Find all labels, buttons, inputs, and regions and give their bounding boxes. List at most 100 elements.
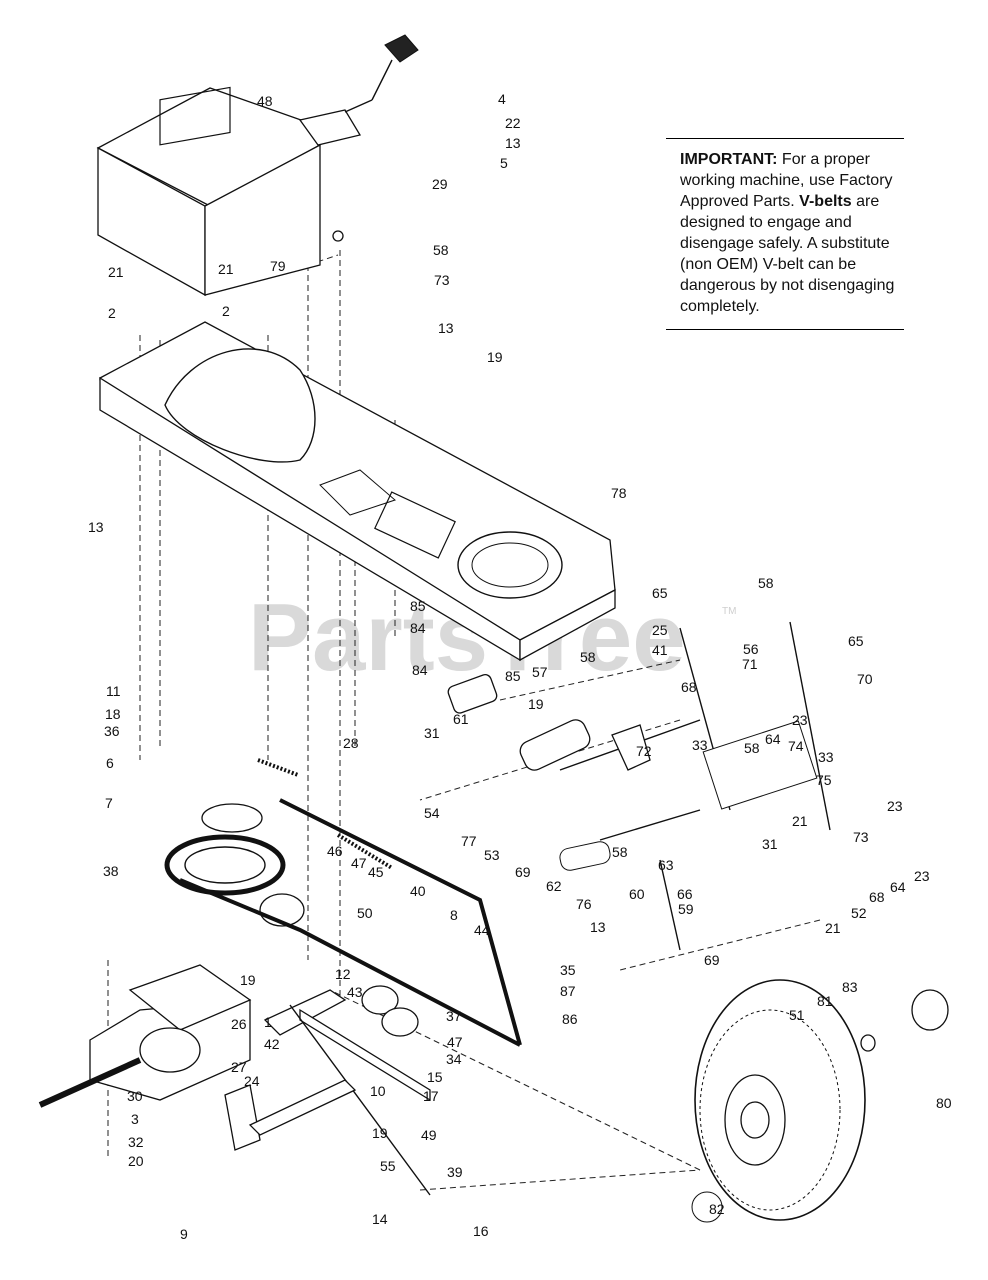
callout-55: 55: [380, 1158, 396, 1174]
callout-36: 36: [104, 723, 120, 739]
callout-56: 56: [743, 641, 759, 657]
callout-39: 39: [447, 1164, 463, 1180]
callout-75: 75: [816, 772, 832, 788]
callout-58: 58: [580, 649, 596, 665]
callout-47: 47: [351, 855, 367, 871]
callout-19: 19: [372, 1125, 388, 1141]
notice-text-1: For a proper working machine, use Factor…: [680, 151, 893, 210]
callout-31: 31: [762, 836, 778, 852]
callout-48: 48: [257, 93, 273, 109]
callout-58: 58: [433, 242, 449, 258]
callout-73: 73: [853, 829, 869, 845]
callout-59: 59: [678, 901, 694, 917]
callout-87: 87: [560, 983, 576, 999]
callout-52: 52: [851, 905, 867, 921]
callout-13: 13: [590, 919, 606, 935]
callout-86: 86: [562, 1011, 578, 1027]
callout-71: 71: [742, 656, 758, 672]
dash-panel-79: [96, 86, 337, 297]
callout-1: 1: [264, 1014, 272, 1030]
callout-16: 16: [473, 1223, 489, 1239]
callout-3: 3: [131, 1111, 139, 1127]
callout-11: 11: [106, 683, 121, 699]
callout-40: 40: [410, 883, 426, 899]
callout-20: 20: [128, 1153, 144, 1169]
lower-brackets: [248, 989, 431, 1196]
callout-54: 54: [424, 805, 440, 821]
pedal-assembly-top: [298, 34, 419, 242]
callout-2: 2: [222, 303, 230, 319]
callout-63: 63: [658, 857, 674, 873]
callout-85: 85: [410, 598, 426, 614]
callout-78: 78: [611, 485, 627, 501]
callout-79: 79: [270, 258, 286, 274]
belt-and-pulleys: [164, 758, 522, 1047]
callout-50: 50: [357, 905, 373, 921]
rear-wheel: [691, 979, 949, 1223]
callout-70: 70: [857, 671, 873, 687]
callout-37: 37: [446, 1008, 462, 1024]
callout-21: 21: [792, 813, 808, 829]
callout-49: 49: [421, 1127, 437, 1143]
callout-29: 29: [432, 176, 448, 192]
callout-5: 5: [500, 155, 508, 171]
callout-61: 61: [453, 711, 469, 727]
callout-69: 69: [704, 952, 720, 968]
callout-21: 21: [218, 261, 234, 277]
callout-19: 19: [487, 349, 503, 365]
callout-30: 30: [127, 1088, 143, 1104]
callout-82: 82: [709, 1201, 725, 1217]
callout-23: 23: [914, 868, 930, 884]
callout-8: 8: [450, 907, 458, 923]
callout-72: 72: [636, 743, 652, 759]
callout-57: 57: [532, 664, 548, 680]
callout-66: 66: [677, 886, 693, 902]
callout-68: 68: [681, 679, 697, 695]
callout-60: 60: [629, 886, 645, 902]
callout-51: 51: [789, 1007, 805, 1023]
callout-26: 26: [231, 1016, 247, 1032]
callout-83: 83: [842, 979, 858, 995]
callout-38: 38: [103, 863, 119, 879]
callout-64: 64: [890, 879, 906, 895]
callout-41: 41: [652, 642, 668, 658]
callout-25: 25: [652, 622, 668, 638]
watermark-tm: TM: [722, 606, 736, 617]
callout-33: 33: [818, 749, 834, 765]
callout-34: 34: [446, 1051, 462, 1067]
callout-27: 27: [231, 1059, 247, 1075]
callout-4: 4: [498, 91, 506, 107]
callout-24: 24: [244, 1073, 260, 1089]
callout-13: 13: [438, 320, 454, 336]
callout-6: 6: [106, 755, 114, 771]
callout-84: 84: [412, 662, 428, 678]
callout-65: 65: [652, 585, 668, 601]
notice-lead: IMPORTANT:: [680, 151, 778, 168]
callout-58: 58: [612, 844, 628, 860]
callout-28: 28: [343, 735, 359, 751]
callout-73: 73: [434, 272, 450, 288]
callout-77: 77: [461, 833, 477, 849]
callout-45: 45: [368, 864, 384, 880]
callout-53: 53: [484, 847, 500, 863]
callout-35: 35: [560, 962, 576, 978]
callout-14: 14: [372, 1211, 388, 1227]
callout-12: 12: [335, 966, 351, 982]
callout-42: 42: [264, 1036, 280, 1052]
callout-9: 9: [180, 1226, 188, 1242]
callout-18: 18: [105, 706, 121, 722]
callout-74: 74: [788, 738, 804, 754]
callout-85: 85: [505, 668, 521, 684]
callout-31: 31: [424, 725, 440, 741]
callout-23: 23: [887, 798, 903, 814]
pedals: [447, 674, 651, 771]
callout-2: 2: [108, 305, 116, 321]
callout-43: 43: [347, 984, 363, 1000]
notice-text-2: are designed to engage and disengage saf…: [680, 193, 895, 315]
linkage-rods: [559, 621, 831, 951]
callout-13: 13: [505, 135, 521, 151]
notice-bold-vbelts: V-belts: [799, 193, 852, 210]
callout-13: 13: [88, 519, 104, 535]
